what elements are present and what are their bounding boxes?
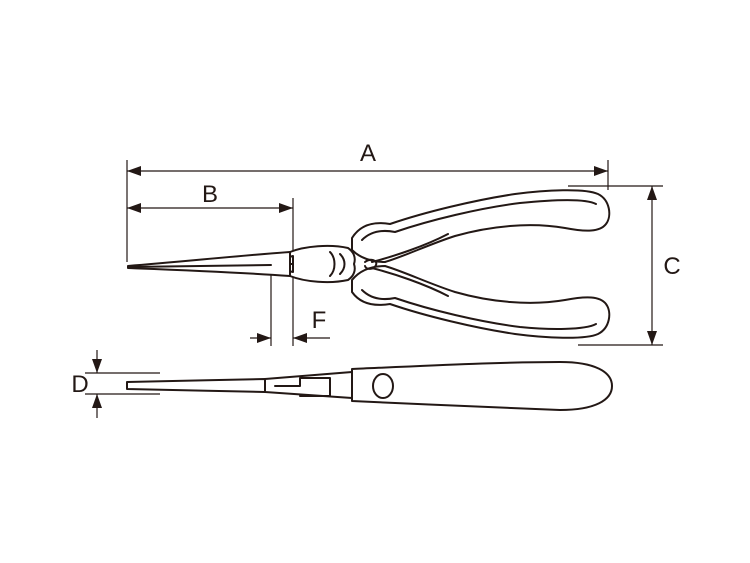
spring-upper <box>371 233 449 263</box>
pivot-detail <box>329 251 336 277</box>
dimension-b: B <box>127 181 294 262</box>
spring-lower <box>371 267 449 297</box>
upper-handle <box>351 189 611 263</box>
pivot-joint <box>289 244 356 284</box>
dimension-a: A <box>126 140 609 262</box>
pliers-side-view <box>126 361 613 411</box>
dimension-d-arrow-top <box>92 359 102 373</box>
side-handle <box>351 361 613 411</box>
pivot-detail-2 <box>339 253 346 275</box>
dimension-d-arrow-bottom <box>92 394 102 408</box>
nose-jaws <box>127 251 291 277</box>
dimension-a-label: A <box>360 140 376 167</box>
upper-handle-inner-line <box>361 199 597 241</box>
side-joint-step <box>274 377 331 397</box>
dimension-d-label: D <box>71 371 88 398</box>
spring-loop <box>364 258 378 270</box>
lower-handle-inner-line <box>361 289 597 330</box>
pliers-top-view <box>127 189 611 339</box>
dimension-b-arrow-right <box>279 203 293 213</box>
dimension-c-arrow-bottom <box>647 331 657 345</box>
dimension-c: C <box>568 185 681 346</box>
dimension-b-arrow-left <box>127 203 141 213</box>
dimension-a-arrow-right <box>594 166 608 176</box>
lower-handle <box>351 265 611 339</box>
dimension-b-label: B <box>202 181 218 208</box>
dimension-c-arrow-top <box>647 186 657 200</box>
dimension-c-label: C <box>663 253 680 280</box>
dimension-f: F <box>250 265 330 346</box>
dimension-d: D <box>71 350 160 418</box>
jaw-gap <box>127 264 272 268</box>
dimension-f-label: F <box>312 307 327 334</box>
side-nose <box>126 378 266 393</box>
dimension-a-arrow-left <box>127 166 141 176</box>
dimension-f-arrow-left <box>257 333 271 343</box>
side-rivet <box>372 373 394 399</box>
dimension-f-arrow-right <box>293 333 307 343</box>
